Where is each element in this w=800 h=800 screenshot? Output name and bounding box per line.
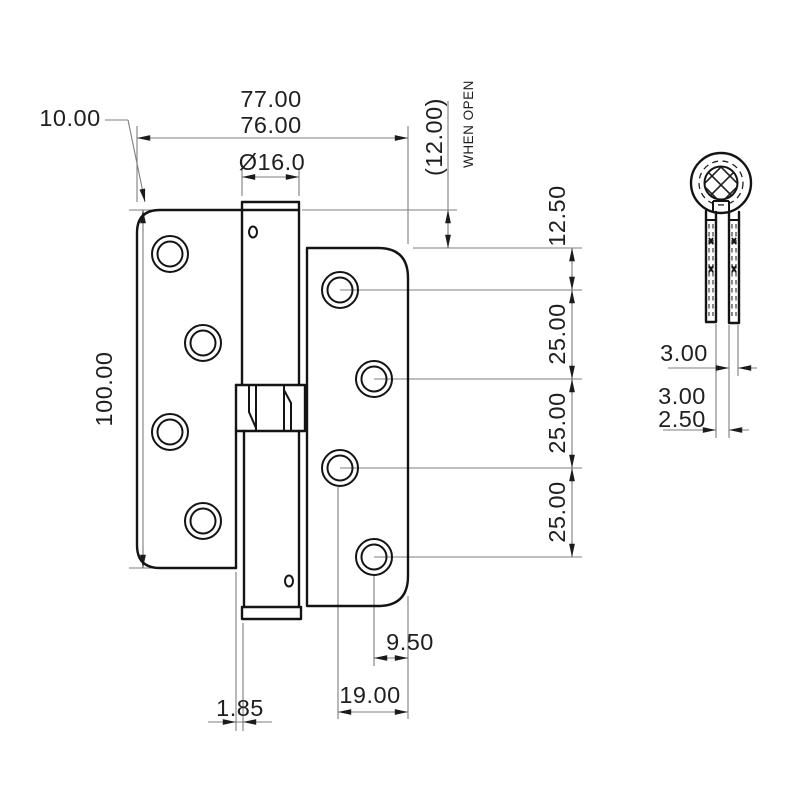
- dimension-labels: 77.00 76.00 10.00 Ø16.0 (12.00) WHEN OPE…: [39, 80, 708, 721]
- screw-hole: [184, 502, 222, 540]
- leaf-sections: [704, 209, 741, 325]
- dim-hole-pitch-3: 25.00: [544, 481, 570, 542]
- dim-hole-pitch-2: 25.00: [544, 392, 570, 453]
- pin-hole: [248, 225, 258, 239]
- dim-rise-when-open: (12.00): [421, 98, 447, 176]
- pin-notch: [712, 200, 730, 211]
- screw-hole: [321, 271, 359, 309]
- front-view: [135, 200, 410, 621]
- pin-section: [703, 165, 739, 201]
- dim-hole-to-right-edge: 9.50: [386, 629, 434, 655]
- screw-hole: [184, 324, 222, 362]
- screw-hole: [151, 235, 189, 273]
- rise-note: WHEN OPEN: [461, 80, 476, 168]
- dim-corner-radius: 10.00: [39, 105, 100, 131]
- dim-hole-pitch-1: 25.00: [544, 303, 570, 364]
- lower-knuckle: [240, 429, 303, 621]
- dim-overall-width-top: 77.00: [240, 86, 301, 112]
- dim-hole-col-to-edge: 19.00: [339, 682, 400, 708]
- dim-top-to-first-hole: 12.50: [544, 185, 570, 246]
- side-view: [689, 151, 753, 325]
- screw-hole: [151, 413, 189, 451]
- upper-knuckle: [240, 200, 301, 387]
- screw-hole: [355, 538, 393, 576]
- pin-hole: [284, 574, 294, 588]
- screw-hole: [355, 360, 393, 398]
- dim-knuckle-diameter: Ø16.0: [239, 149, 306, 175]
- dim-overall-width-bottom: 76.00: [240, 112, 301, 138]
- left-leaf: [135, 208, 244, 570]
- knuckle-section: [689, 151, 753, 215]
- dim-leaf-thickness-left-alt: 2.50: [658, 406, 706, 432]
- knuckle-junction: [234, 383, 307, 433]
- screw-hole: [321, 449, 359, 487]
- dim-knuckle-leaf-gap: 1.85: [216, 695, 264, 721]
- dim-leaf-height: 100.00: [91, 352, 117, 427]
- dim-leaf-thickness-left: 3.00: [658, 383, 706, 409]
- dim-leaf-thickness-right: 3.00: [660, 340, 708, 366]
- dimension-arrows: [127, 119, 757, 725]
- right-leaf: [305, 246, 410, 608]
